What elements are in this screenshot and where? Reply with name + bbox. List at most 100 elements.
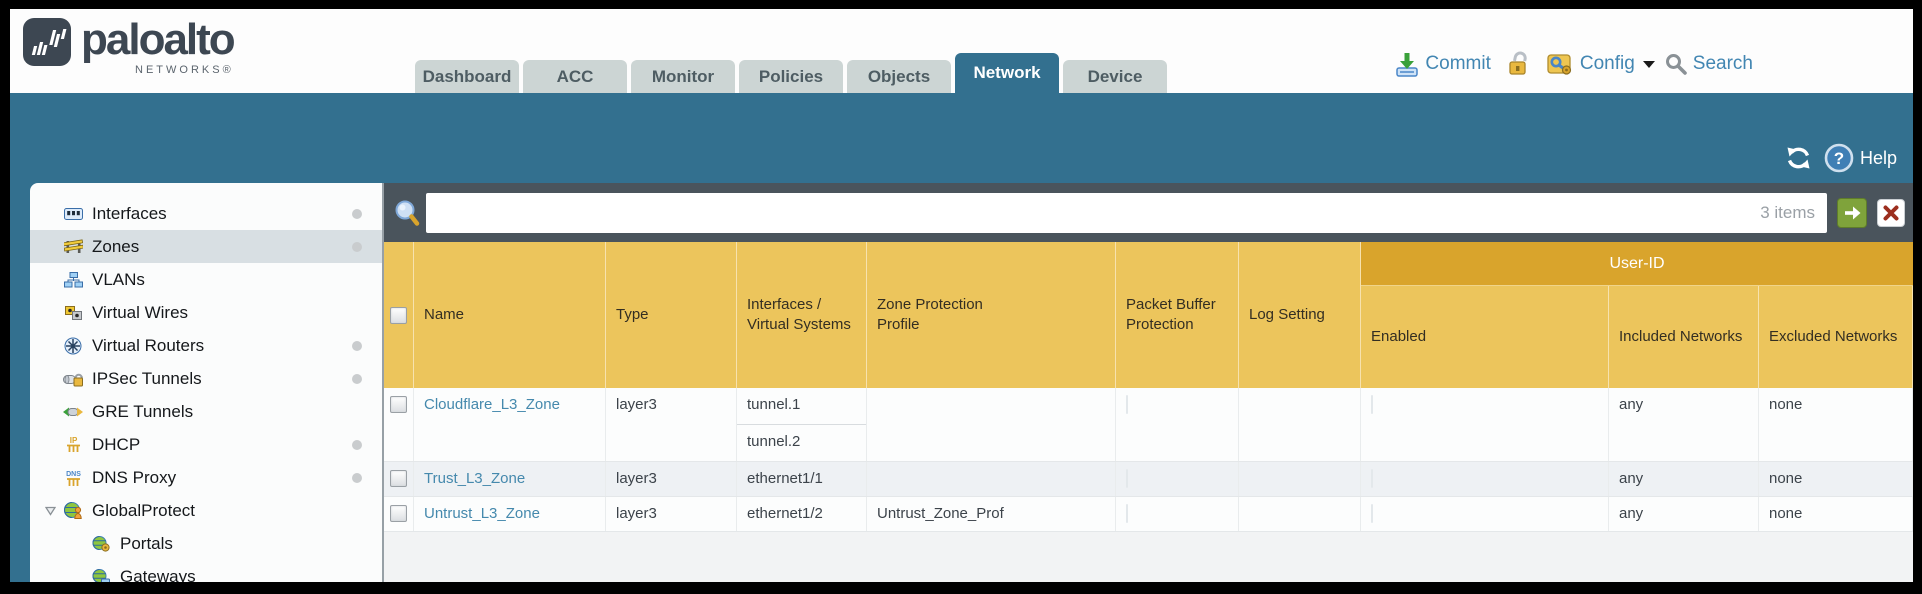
commit-icon [1395,52,1419,77]
config-label: Config [1579,53,1635,74]
column-header-log-setting[interactable]: Log Setting [1239,242,1361,388]
zone-type-cell: layer3 [606,388,737,461]
search-icon [1665,53,1687,75]
zone-filter-input[interactable] [426,203,1761,222]
column-header-type[interactable]: Type [606,242,737,388]
log-setting-cell [1239,497,1361,531]
sidebar-item-ipsec-tunnels[interactable]: IPSec Tunnels [30,362,382,395]
sidebar-item-virtual-wires[interactable]: Virtual Wires [30,296,382,329]
sidebar-item-vlans[interactable]: VLANs [30,263,382,296]
red-x-icon [1883,205,1899,221]
search-button[interactable]: Search [1665,53,1753,75]
column-header-name[interactable]: Name [414,242,606,388]
tab-monitor[interactable]: Monitor [631,60,735,93]
sidebar-item-gre-tunnels[interactable]: GRE Tunnels [30,395,382,428]
gateways-icon [90,568,112,582]
sidebar-item-interfaces[interactable]: Interfaces [30,197,382,230]
column-header-enabled[interactable]: Enabled [1361,286,1609,388]
column-header-zone-protection-profile[interactable]: Zone Protection Profile [867,242,1116,388]
zone-type-cell: layer3 [606,497,737,531]
select-all-checkbox[interactable] [390,306,407,324]
network-sidebar: Interfaces Zones [30,183,382,582]
zone-name-link[interactable]: Untrust_L3_Zone [424,505,540,522]
zone-name-cell: Cloudflare_L3_Zone [414,388,606,461]
tab-device[interactable]: Device [1063,60,1167,93]
logo-brand-text: paloalto [81,15,236,64]
zone-interfaces-cell: ethernet1/1 [737,462,867,496]
enabled-checkbox[interactable] [1371,469,1373,488]
packet-buffer-protection-cell [1116,462,1239,496]
select-all-cell [384,242,414,388]
enabled-checkbox[interactable] [1371,395,1373,414]
clear-filter-button[interactable] [1877,198,1905,227]
config-menu-button[interactable]: Config [1547,52,1655,76]
sidebar-item-zones[interactable]: Zones [30,230,382,263]
commit-button[interactable]: Commit [1395,52,1491,77]
zones-icon [62,239,84,254]
zone-filter-bar: 3 items [384,183,1913,242]
refresh-icon[interactable] [1785,146,1812,170]
status-dot [352,242,362,252]
help-icon: ? [1824,143,1854,173]
sidebar-item-globalprotect[interactable]: GlobalProtect [30,494,382,527]
tab-dashboard[interactable]: Dashboard [415,60,519,93]
config-icon [1547,52,1574,76]
sidebar-item-virtual-routers[interactable]: Virtual Routers [30,329,382,362]
row-checkbox[interactable] [390,396,407,413]
lock-button[interactable] [1507,51,1531,77]
column-header-interfaces[interactable]: Interfaces / Virtual Systems [737,242,867,388]
user-id-column-group: User-ID Enabled Included Networks Exclud… [1361,242,1913,388]
log-setting-cell [1239,462,1361,496]
enabled-checkbox[interactable] [1371,504,1373,523]
apply-filter-button[interactable] [1837,197,1867,228]
commit-label: Commit [1425,53,1491,74]
interface-entry: ethernet1/2 [747,505,823,522]
tab-network[interactable]: Network [955,53,1059,93]
paloalto-logo-icon [23,18,71,66]
status-dot [352,473,362,483]
zone-protection-profile-cell [867,388,1116,461]
items-count-label: 3 items [1760,202,1815,222]
sidebar-item-label: GRE Tunnels [92,401,194,421]
column-header-excluded-networks[interactable]: Excluded Networks [1759,286,1913,388]
svg-text:DNS: DNS [66,471,81,478]
packet-buffer-checkbox[interactable] [1126,504,1128,523]
zone-name-link[interactable]: Cloudflare_L3_Zone [424,396,560,413]
row-checkbox[interactable] [390,505,407,522]
tab-acc[interactable]: ACC [523,60,627,93]
tab-objects[interactable]: Objects [847,60,951,93]
user-id-enabled-cell [1361,497,1609,531]
sidebar-item-label: DHCP [92,434,141,454]
paloalto-logo: paloalto NETWORKS® [23,15,236,76]
user-id-group-header: User-ID [1361,242,1913,286]
row-checkbox[interactable] [390,470,407,487]
top-header: paloalto NETWORKS® Dashboard ACC Monitor… [10,9,1913,93]
zone-protection-profile-cell [867,462,1116,496]
zone-interfaces-cell: ethernet1/2 [737,497,867,531]
packet-buffer-checkbox[interactable] [1126,395,1128,414]
app-window: paloalto NETWORKS® Dashboard ACC Monitor… [10,9,1913,582]
sidebar-item-portals[interactable]: Portals [30,527,382,560]
sidebar-item-dns-proxy[interactable]: DNS DNS Proxy [30,461,382,494]
zone-type-cell: layer3 [606,462,737,496]
sidebar-item-gateways[interactable]: Gateways [30,560,382,582]
tab-policies[interactable]: Policies [739,60,843,93]
help-button[interactable]: ? Help [1824,143,1897,173]
sidebar-item-label: Interfaces [92,203,167,223]
zone-name-link[interactable]: Trust_L3_Zone [424,470,526,487]
interface-entry: ethernet1/1 [747,470,823,487]
column-header-included-networks[interactable]: Included Networks [1609,286,1759,388]
collapse-triangle-icon[interactable] [44,506,56,516]
log-setting-cell [1239,388,1361,461]
sidebar-item-label: Virtual Wires [92,302,189,322]
utility-bar: Commit [1395,51,1753,77]
green-arrow-icon [1844,206,1861,220]
column-header-packet-buffer-protection[interactable]: Packet Buffer Protection [1116,242,1239,388]
dns-proxy-icon: DNS [62,469,84,487]
svg-text:IP: IP [69,436,77,445]
row-select-cell [384,462,414,496]
sidebar-item-dhcp[interactable]: IP DHCP [30,428,382,461]
sidebar-item-label: Portals [120,533,173,553]
svg-text:?: ? [1834,149,1844,168]
packet-buffer-checkbox[interactable] [1126,469,1128,488]
